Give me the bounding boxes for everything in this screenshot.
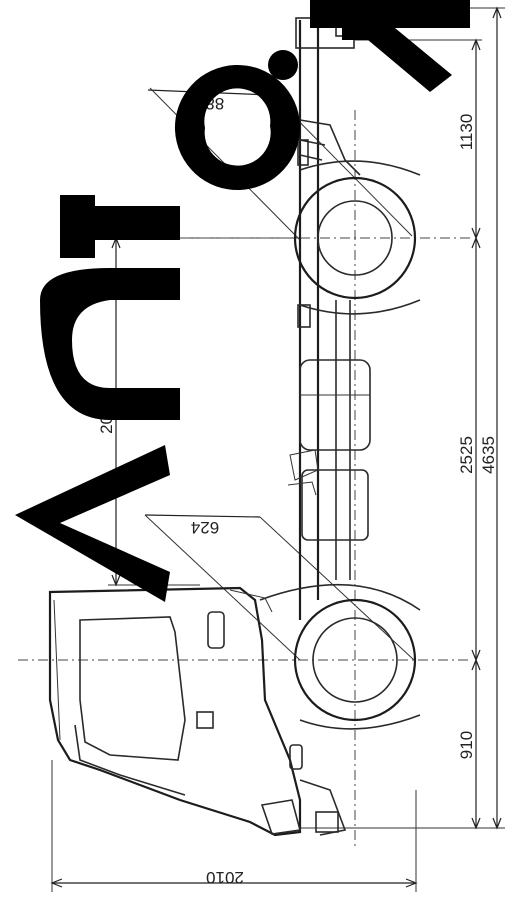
rear-wheel xyxy=(293,160,421,315)
front-wheel xyxy=(259,583,421,730)
chassis-frame xyxy=(295,5,361,620)
cab xyxy=(48,586,347,837)
rear-overhang-label: 1130 xyxy=(457,114,476,151)
wheelbase-label: 2525 xyxy=(457,436,476,474)
width-label: 2010 xyxy=(206,868,244,887)
watermark-logo xyxy=(15,0,470,602)
fuel-tank xyxy=(299,359,371,451)
battery-box xyxy=(287,449,369,541)
mudflap-rear xyxy=(297,139,311,328)
front-wheel-diagonal-label: 624 xyxy=(191,518,219,537)
dimension-lines xyxy=(18,6,505,892)
overall-length-label: 4635 xyxy=(479,436,498,474)
front-overhang-label: 910 xyxy=(457,731,476,759)
